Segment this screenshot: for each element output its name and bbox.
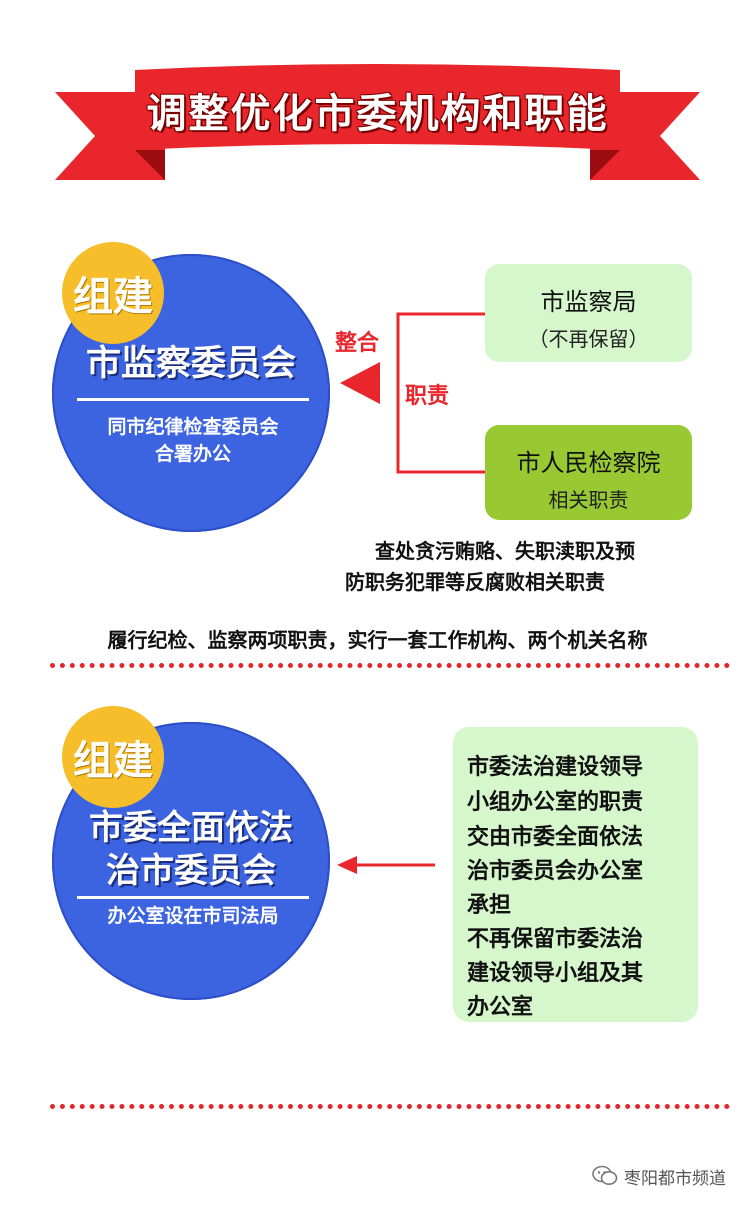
merge-connector — [340, 312, 485, 474]
watermark-text: 枣阳都市频道 — [624, 1168, 726, 1189]
panel-line: 建设领导小组及其 — [467, 961, 644, 986]
circle-title-line-2: 治市委员会 — [106, 851, 276, 891]
duty-note-line-2: 防职务犯罪等反腐败相关职责 — [345, 570, 605, 594]
box-subtitle: （不再保留） — [528, 327, 649, 351]
banner-title: 调整优化市委机构和职能 — [146, 91, 609, 137]
box-subtitle: 相关职责 — [548, 488, 629, 512]
panel-line: 交由市委全面依法 — [467, 825, 644, 850]
panel-line: 市委法治建设领导 — [467, 755, 644, 780]
merge-label: 整合 — [335, 331, 380, 356]
summary-text: 履行纪检、监察两项职责，实行一套工作机构、两个机关名称 — [107, 628, 648, 652]
box-title: 市监察局 — [540, 288, 637, 316]
build-badge: 组建 — [62, 242, 164, 344]
duty-label: 职责 — [405, 384, 450, 409]
watermark: 枣阳都市频道 — [592, 1161, 726, 1191]
circle-subtitle-line-2: 合署办公 — [154, 443, 231, 465]
circle-subtitle-line-1: 同市纪律检查委员会 — [107, 416, 279, 438]
circle-subtitle: 办公室设在市司法局 — [107, 905, 279, 927]
banner-ribbon — [55, 64, 700, 180]
circle-divider — [77, 896, 309, 899]
circle-divider — [77, 398, 309, 401]
wechat-icon — [592, 1165, 618, 1185]
duty-note-line-1: 查处贪污贿赂、失职渎职及预 — [375, 539, 635, 563]
build-badge: 组建 — [62, 706, 164, 808]
panel-line: 不再保留市委法治 — [467, 927, 644, 952]
dotted-divider-2 — [50, 1104, 730, 1109]
dotted-divider-1 — [50, 663, 730, 668]
circle-title-line-1: 市委全面依法 — [89, 808, 293, 848]
panel-line: 治市委员会办公室 — [467, 859, 644, 884]
panel-line: 承担 — [467, 893, 512, 918]
procuratorate-box: 市人民检察院 相关职责 — [485, 425, 692, 520]
panel-line: 小组办公室的职责 — [467, 790, 644, 815]
panel-line: 办公室 — [467, 995, 534, 1020]
box-title: 市人民检察院 — [516, 449, 661, 477]
supervision-bureau-box: 市监察局 （不再保留） — [485, 264, 692, 362]
law-office-duty-panel: 市委法治建设领导 小组办公室的职责 交由市委全面依法 治市委员会办公室 承担 不… — [453, 727, 698, 1022]
transfer-arrow — [337, 856, 435, 874]
circle-title: 市监察委员会 — [85, 344, 296, 384]
